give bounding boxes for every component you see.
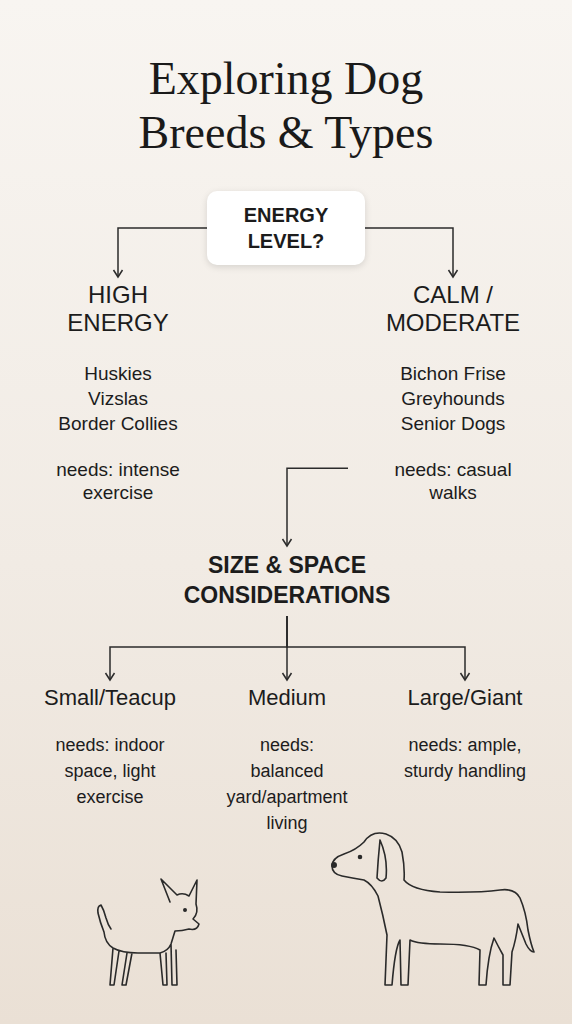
size-heading: Small/Teacup (25, 684, 195, 712)
breed-name: Senior Dogs (358, 411, 548, 436)
category-group: HIGH ENERGY HuskiesVizslasBorder Collies n… (13, 281, 223, 504)
needs-note: needs: indoor space, light exercise (44, 732, 176, 810)
flow-connector (365, 228, 453, 277)
needs-note: needs: balanced yard/apartment living (221, 732, 353, 836)
small-dog-eye (184, 909, 186, 911)
large-dog-outline (332, 833, 534, 985)
section-heading: SIZE & SPACE CONSIDERATIONS (137, 550, 437, 610)
breed-name: Huskies (23, 361, 213, 386)
category-heading: HIGH ENERGY (43, 281, 193, 337)
category-heading: CALM / MODERATE (378, 281, 528, 337)
decision-label: ENERGY LEVEL? (223, 202, 349, 254)
size-group: Large/Giant needs: ample, sturdy handling (377, 684, 553, 784)
flow-connector (287, 468, 348, 546)
needs-note: needs: ample, sturdy handling (399, 732, 531, 784)
flow-connector (287, 616, 465, 680)
breed-name: Vizslas (23, 386, 213, 411)
breed-name: Border Collies (23, 411, 213, 436)
large-dog-nose (332, 863, 336, 867)
breed-name: Bichon Frise (358, 361, 548, 386)
needs-note: needs: casual walks (394, 458, 512, 504)
needs-note: needs: intense exercise (43, 458, 193, 504)
breed-name: Greyhounds (358, 386, 548, 411)
size-group: Medium needs: balanced yard/apartment liv… (199, 684, 375, 836)
decision-box: ENERGY LEVEL? (207, 191, 365, 265)
section-label: SIZE & SPACE CONSIDERATIONS (157, 550, 417, 610)
flow-connector (110, 616, 287, 680)
small-dog-outline (98, 879, 199, 985)
size-heading: Medium (202, 684, 372, 712)
size-group: Small/Teacup needs: indoor space, light e… (22, 684, 198, 810)
diagram-title: Exploring Dog Breeds & Types (96, 52, 476, 160)
large-dog-eye (359, 856, 362, 859)
size-heading: Large/Giant (380, 684, 550, 712)
flow-connector (118, 228, 207, 277)
category-group: CALM / MODERATE Bichon FriseGreyhoundsSen… (348, 281, 558, 504)
